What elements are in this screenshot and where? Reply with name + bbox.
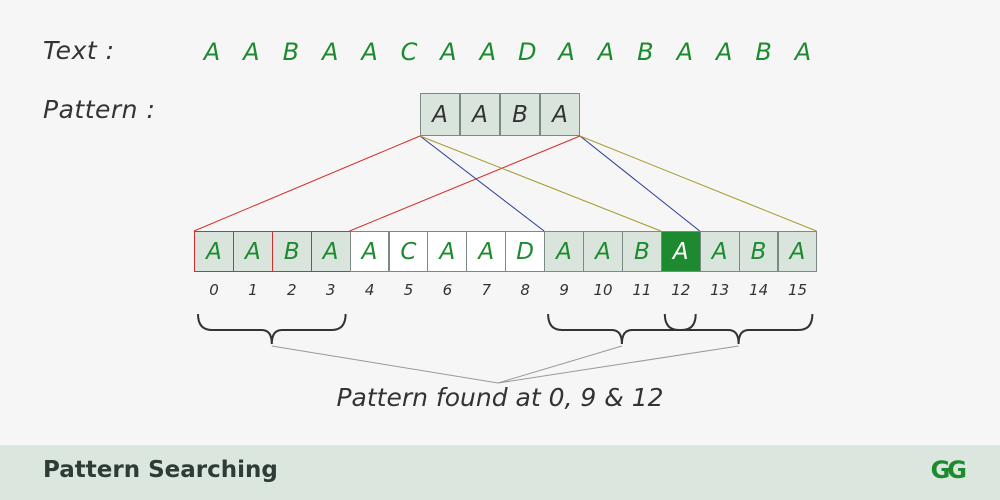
text-char: A [361,38,378,66]
index-label: 5 [403,281,414,299]
index-label: 9 [559,281,569,299]
text-char: B [637,38,654,66]
array-cell: A [310,231,351,272]
connector-line [349,135,581,232]
pattern-cell: A [460,93,500,136]
pattern-cell: B [500,93,540,136]
connector-line [579,135,817,232]
index-label: 2 [287,281,297,299]
text-char: A [203,38,221,66]
array-cell: A [699,231,740,272]
text-char: A [321,38,339,66]
text-char: D [517,38,537,66]
connector-line [419,135,545,232]
connector-line [193,135,421,232]
result-caption: Pattern found at 0, 9 & 12 [336,383,664,412]
text-char: A [479,38,496,66]
text-char: A [794,38,812,66]
pattern-cell: A [540,93,580,136]
text-label: Text : [43,36,115,65]
text-char: A [597,38,615,66]
index-label: 6 [442,281,453,299]
index-label: 14 [749,281,769,299]
index-label: 4 [364,281,375,299]
match-brace [663,313,814,345]
array-cell: A [583,231,623,272]
text-char: C [400,38,418,66]
match-brace [197,313,347,345]
text-char: A [440,38,457,66]
array-cell: A [232,231,273,272]
index-label: 0 [209,281,219,299]
array-cell: A [427,231,468,272]
index-label: 12 [671,281,691,299]
footer-bar: Pattern Searching GG [0,445,1000,500]
pointer-line [271,345,499,384]
index-label: 8 [520,281,530,299]
diagram-lines [193,135,817,384]
footer-title: Pattern Searching [43,457,278,483]
array-cell: C [388,231,429,272]
array-cell: B [271,231,312,272]
connector-line [579,135,701,232]
array-cell: A [660,231,701,272]
array-cell: B [621,231,662,272]
text-char: A [715,38,733,66]
index-label: 10 [593,281,613,299]
pattern-label: Pattern : [43,95,156,124]
gfg-logo-icon: GG [930,456,967,484]
array-cell: A [544,231,584,272]
index-label: 15 [787,281,808,299]
text-char: A [558,38,575,66]
text-char: A [676,38,693,66]
index-label: 1 [248,281,258,299]
index-label: 11 [632,281,652,299]
array-cell: B [738,231,779,272]
array-cell: A [466,231,507,272]
text-char: A [243,38,260,66]
text-char: B [282,38,300,66]
pointer-line [497,345,623,384]
text-char: B [755,38,772,66]
connector-line [419,135,661,232]
index-label: 13 [710,281,730,299]
array-cell: A [777,231,818,272]
index-label: 3 [325,281,336,299]
pointer-line [497,345,739,384]
pattern-cell: A [420,93,460,136]
index-label: 7 [481,281,492,299]
